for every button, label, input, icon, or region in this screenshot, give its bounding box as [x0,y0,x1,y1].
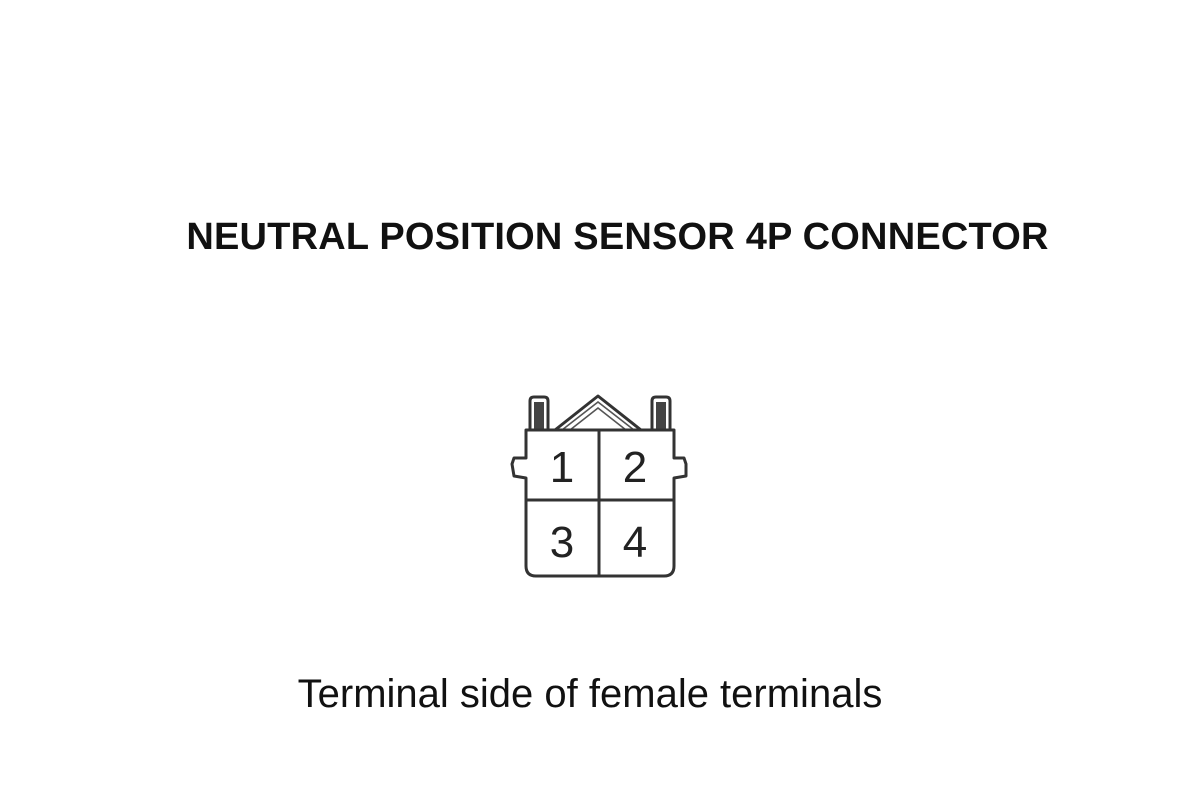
pin-label-4: 4 [623,518,647,567]
pin-label-2: 2 [623,443,647,492]
pin-label-3: 3 [550,518,574,567]
center-key [554,394,642,432]
connector-diagram: 1 2 3 4 [510,394,688,578]
diagram-caption: Terminal side of female terminals [297,672,883,716]
left-lock-tab [528,395,550,430]
pin-label-1: 1 [550,443,574,492]
right-lock-tab [650,395,672,430]
connector-body [510,428,688,578]
diagram-title: NEUTRAL POSITION SENSOR 4P CONNECTOR [186,216,1049,258]
